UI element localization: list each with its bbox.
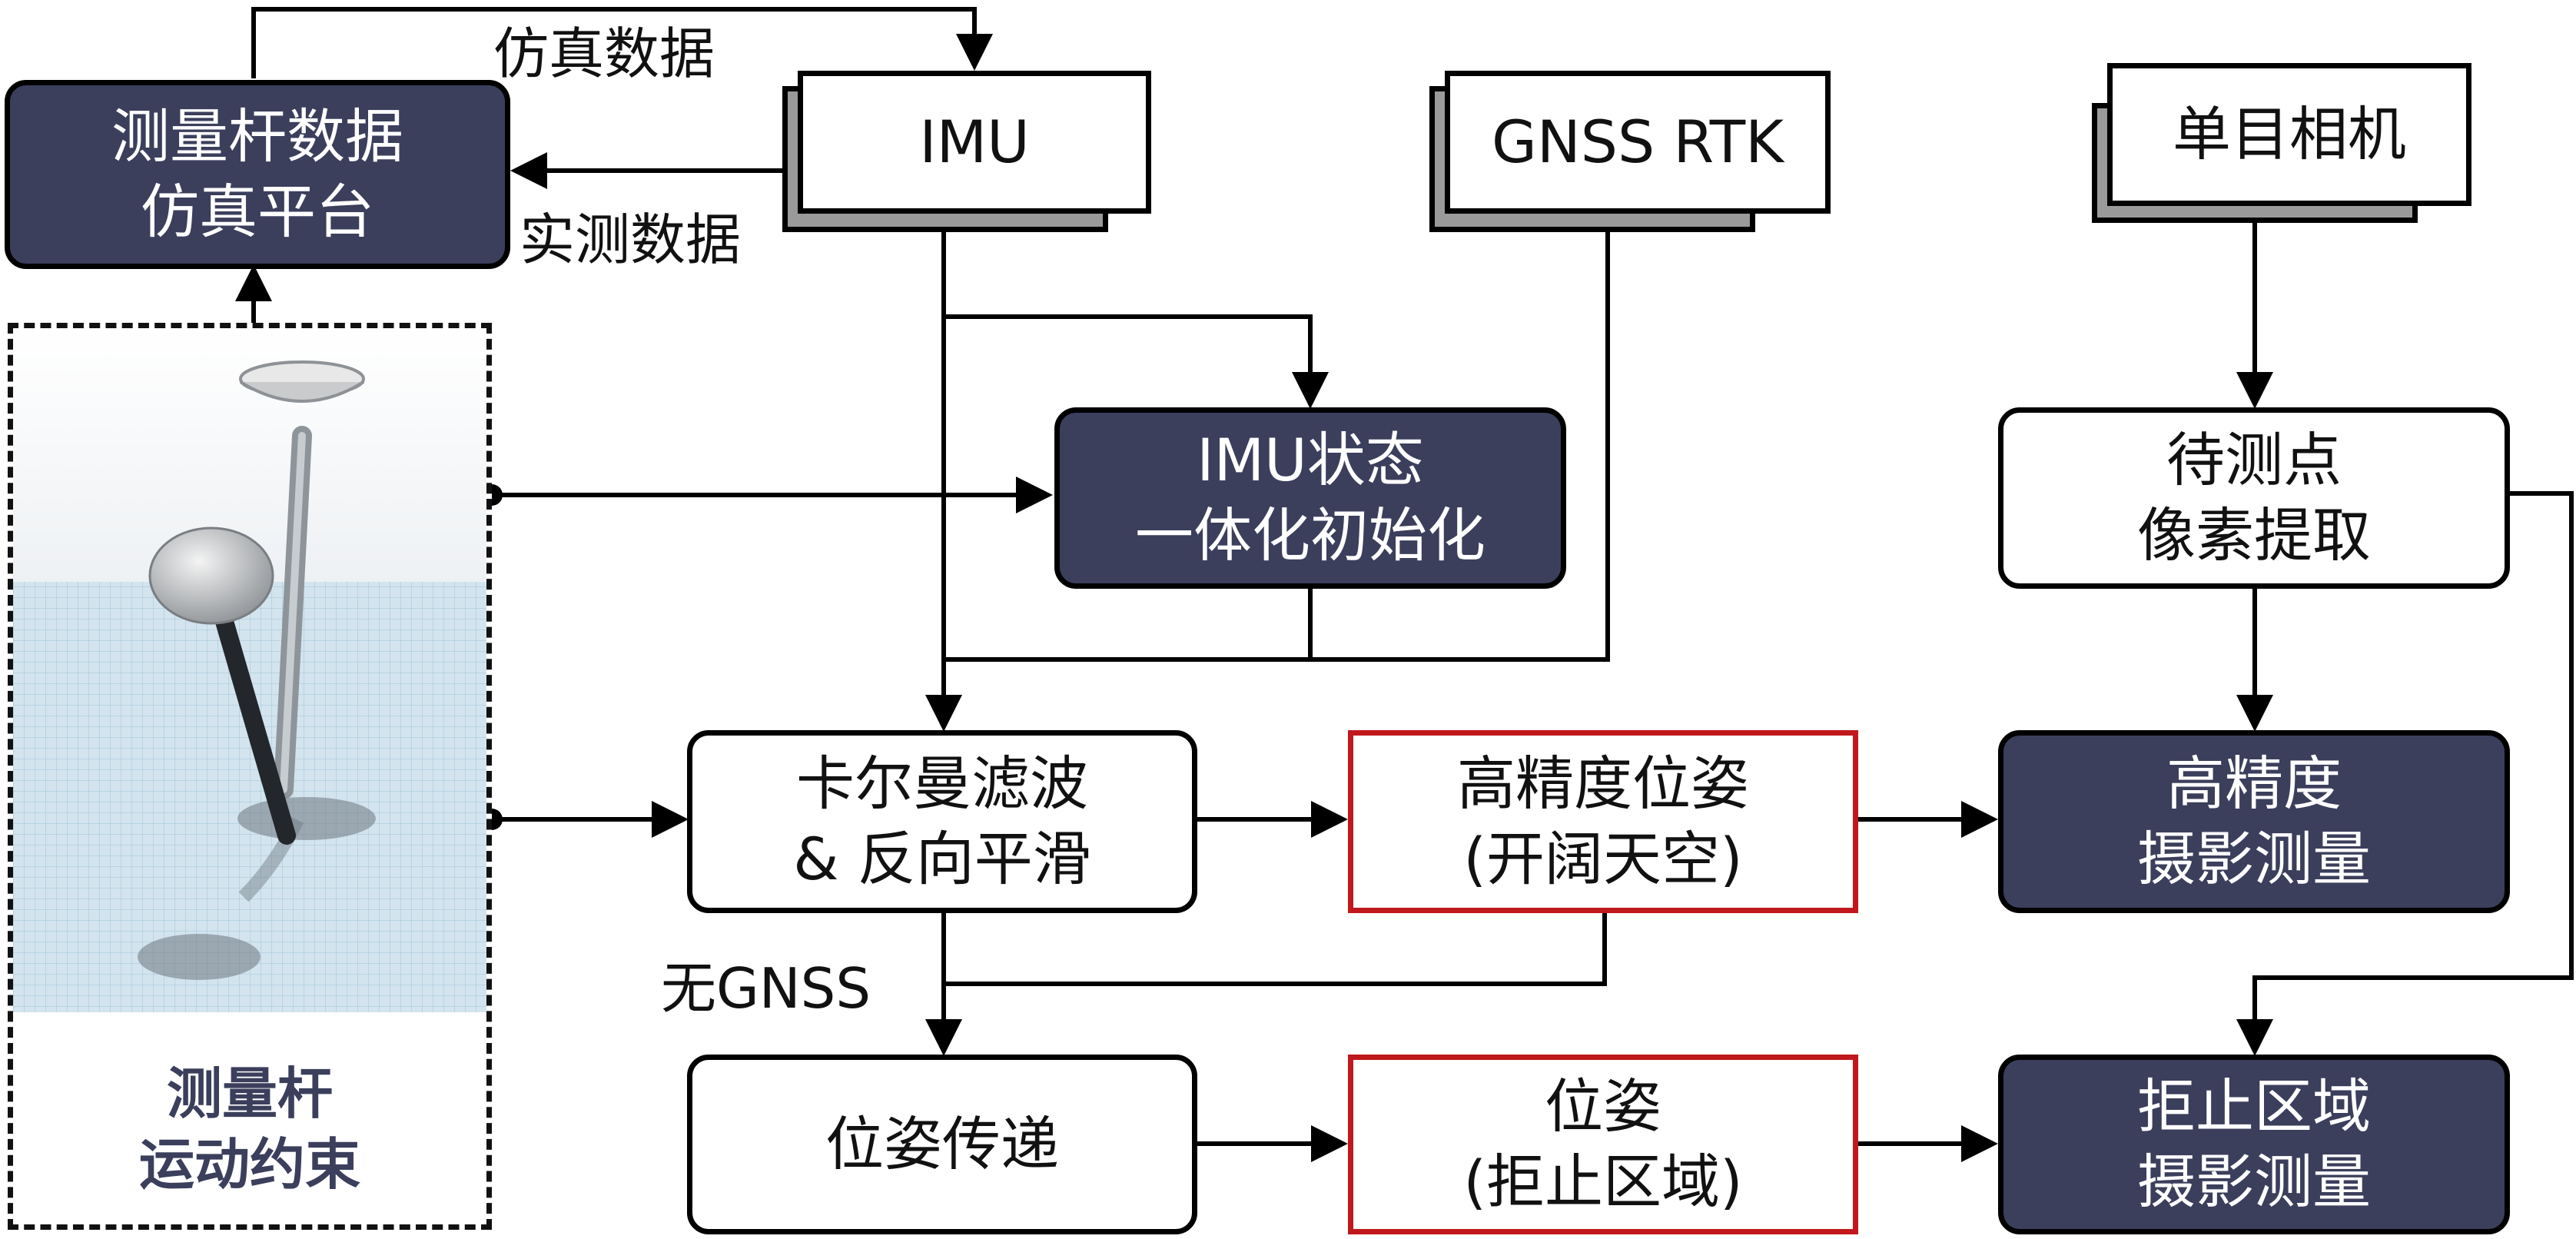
label-measured-data: 实测数据 [520, 208, 742, 272]
label-no-gnss: 无GNSS [661, 956, 871, 1021]
imu-init-line2: 一体化初始化 [1135, 501, 1486, 570]
tilted-pole [204, 573, 296, 845]
pose-hp-line1: 高精度位姿 [1457, 749, 1749, 818]
pixel-extract-line2: 像素提取 [2137, 501, 2371, 570]
kalman-node: 卡尔曼滤波 & 反向平滑 [687, 730, 1197, 913]
camera-label: 单目相机 [2173, 100, 2406, 168]
kalman-line1: 卡尔曼滤波 [796, 749, 1088, 818]
pose-denied-node: 位姿 (拒止区域) [1348, 1055, 1858, 1234]
imu-init-line1: IMU状态 [1197, 426, 1424, 494]
edge-pose-to-prop [944, 913, 1607, 986]
kalman-line2: & 反向平滑 [793, 825, 1091, 893]
label-sim-data: 仿真数据 [493, 22, 715, 86]
constraint-caption: 测量杆 运动约束 [13, 1058, 486, 1200]
photo-high-precision-node: 高精度 摄影测量 [1998, 730, 2510, 913]
pole-constraint-panel: 测量杆 运动约束 [8, 323, 492, 1230]
pole-shadow-1 [237, 797, 376, 840]
pole-shadow-2 [138, 934, 261, 980]
edge-gnss-to-merge [944, 232, 1610, 662]
pose-hp-line2: (开阔天空) [1463, 825, 1743, 893]
sim-platform-line1: 测量杆数据 [111, 102, 403, 171]
photo-denied-node: 拒止区域 摄影测量 [1998, 1055, 2510, 1234]
ground-grid [13, 582, 486, 1012]
constraint-line2: 运动约束 [138, 1132, 360, 1197]
photo-hp-line2: 摄影测量 [2137, 825, 2371, 893]
imu-node: IMU [798, 71, 1151, 214]
sim-platform-line2: 仿真平台 [141, 178, 374, 246]
pixel-extract-line1: 待测点 [2166, 426, 2342, 494]
tilted-antenna [148, 526, 274, 625]
sim-platform-node: 测量杆数据 仿真平台 [5, 80, 510, 269]
pose-denied-line2: (拒止区域) [1463, 1148, 1743, 1216]
pixel-extract-node: 待测点 像素提取 [1998, 407, 2510, 589]
photo-hp-line1: 高精度 [2166, 749, 2342, 818]
photo-denied-line1: 拒止区域 [2137, 1072, 2371, 1141]
gnss-label: GNSS RTK [1492, 108, 1784, 176]
pose-propagation-node: 位姿传递 [687, 1055, 1197, 1234]
pose-prop-label: 位姿传递 [825, 1110, 1059, 1178]
photo-denied-line2: 摄影测量 [2137, 1148, 2371, 1216]
imu-label: IMU [919, 108, 1030, 176]
constraint-line1: 测量杆 [166, 1061, 333, 1126]
edge-pixel-to-denied [2236, 491, 2574, 1056]
edge-sim-to-imu [251, 7, 993, 78]
imu-init-node: IMU状态 一体化初始化 [1054, 407, 1566, 589]
pose-denied-line1: 位姿 [1545, 1072, 1661, 1141]
camera-node: 单目相机 [2107, 63, 2471, 206]
edge-imu-to-init [944, 314, 1329, 409]
pose-high-precision-node: 高精度位姿 (开阔天空) [1348, 730, 1858, 913]
survey-pole-illustration [13, 328, 486, 1012]
gnss-node: GNSS RTK [1445, 71, 1831, 214]
